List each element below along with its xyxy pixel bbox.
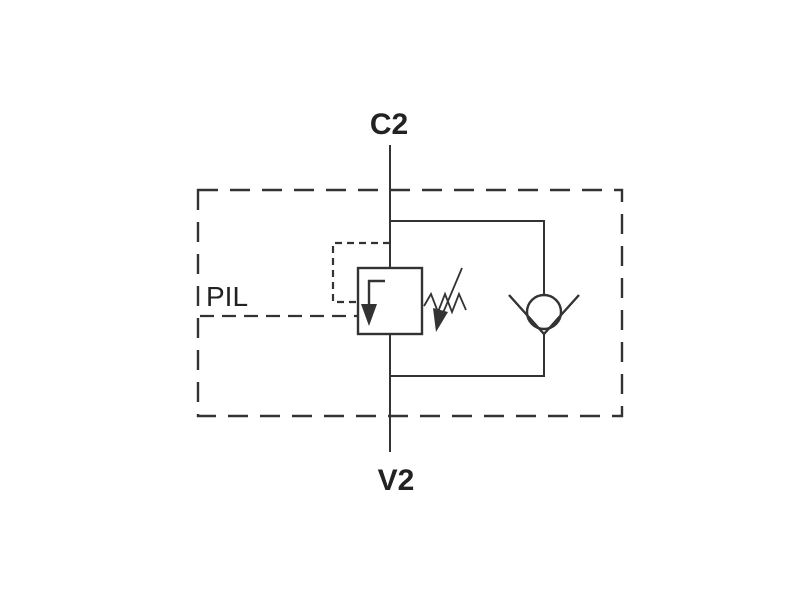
bypass-line-top xyxy=(390,220,545,294)
spring-zigzag xyxy=(423,291,467,315)
valve-flow-path xyxy=(367,279,385,306)
bypass-line-bottom xyxy=(390,334,545,377)
pilot-label-pil: PIL xyxy=(206,281,248,312)
spring-adjust-arrowhead xyxy=(433,308,448,332)
internal-pilot-line-dashed xyxy=(331,241,390,304)
check-valve-seat xyxy=(508,294,580,336)
check-valve-ball xyxy=(525,293,563,331)
sequence-valve-body xyxy=(356,266,424,336)
valve-flow-arrowhead xyxy=(361,304,377,326)
port-label-v2: V2 xyxy=(378,464,415,497)
port-label-c2: C2 xyxy=(370,108,408,141)
valve-enclosure-dashed-boundary xyxy=(196,188,624,418)
